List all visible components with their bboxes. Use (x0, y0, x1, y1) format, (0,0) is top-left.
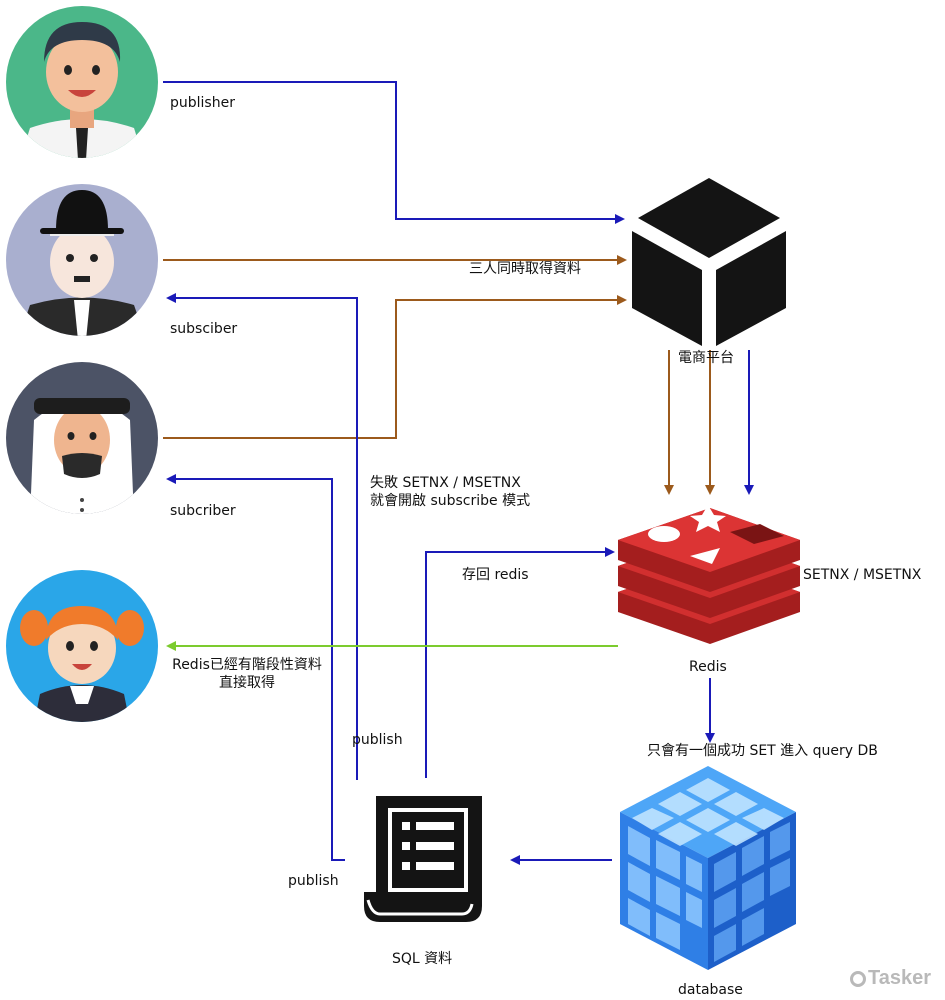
label-fail-line2: 就會開啟 subscribe 模式 (370, 493, 531, 509)
edge-publisher-to-platform (163, 81, 625, 224)
edge-sql-to-redis (425, 547, 615, 778)
edge-publish-to-subcriber (166, 474, 345, 861)
label-publish-top: publish (352, 732, 403, 748)
label-publish-bottom: publish (288, 873, 339, 889)
label-platform: 電商平台 (678, 350, 734, 366)
edge-publish-to-subsciber (166, 293, 358, 780)
label-subcriber: subcriber (170, 503, 236, 519)
tasker-logo-icon (849, 971, 866, 987)
box-platform-icon (632, 178, 786, 346)
label-redis-cached-line2: 直接取得 (219, 675, 275, 691)
label-sql: SQL 資料 (392, 951, 453, 967)
label-publisher: publisher (170, 95, 235, 111)
label-redis-cached-line1: Redis已經有階段性資料 (172, 657, 322, 673)
edge-arab-to-platform (163, 295, 627, 439)
label-fail-line1: 失敗 SETNX / MSETNX (370, 475, 521, 491)
label-only-one: 只會有一個成功 SET 進入 query DB (647, 743, 878, 759)
person-girl-icon (6, 570, 158, 722)
person-arab-icon (6, 362, 158, 514)
label-database: database (678, 982, 743, 998)
label-setnx: SETNX / MSETNX (803, 567, 922, 583)
person-publisher-icon (6, 6, 158, 158)
watermark-text: Tasker (867, 967, 931, 989)
label-redis: Redis (689, 659, 727, 675)
person-chaplin-icon (6, 184, 158, 336)
label-save-back: 存回 redis (462, 567, 529, 583)
document-sql-icon (364, 796, 482, 922)
watermark: Tasker (849, 967, 931, 990)
label-subsciber: subsciber (170, 321, 238, 337)
redis-logo-icon (618, 505, 800, 644)
label-three-fetch: 三人同時取得資料 (469, 261, 581, 277)
database-cube-icon (620, 766, 796, 970)
